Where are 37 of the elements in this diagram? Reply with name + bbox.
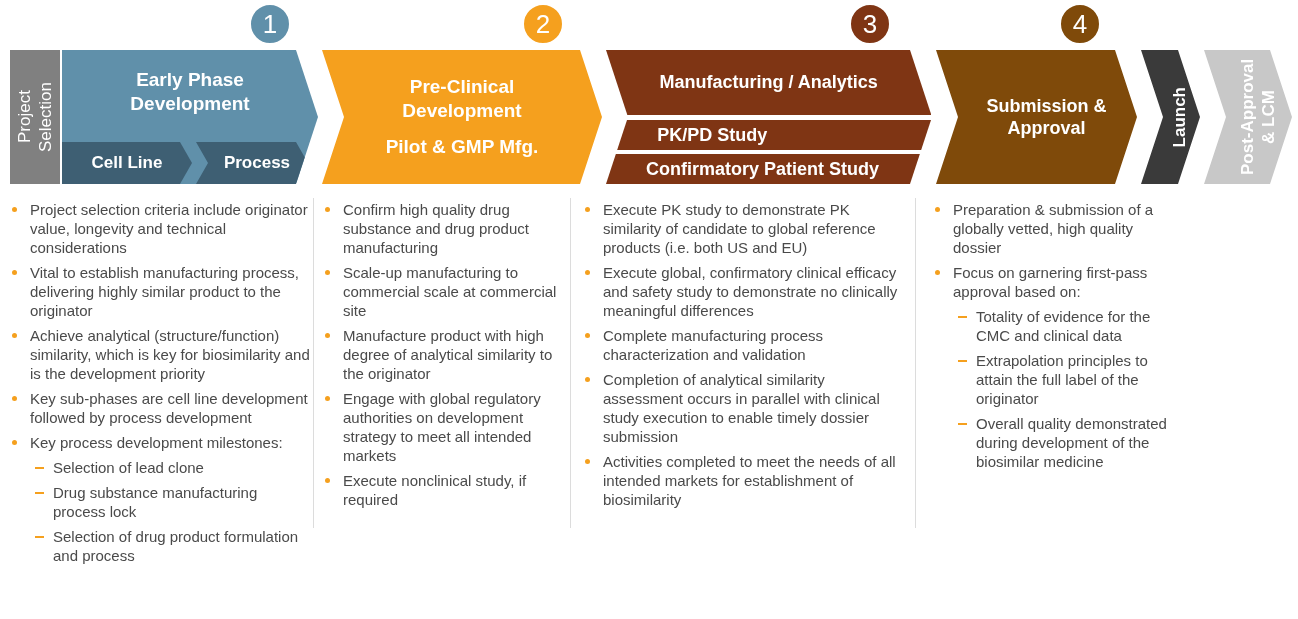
bullet-text: Key process development milestones: [30, 433, 284, 452]
bullet-text: Activities completed to meet the needs of all intended markets for establishment of biosimilarity [603, 452, 897, 509]
bullet-text: Scale-up manufacturing to commercial scale at commercial site [343, 263, 558, 320]
sub-bullet-text: Selection of drug product formulation and process [53, 527, 300, 565]
bullet-text: Key sub-phases are cell line development followed by process development [30, 389, 309, 427]
phase-title: Cell Line [91, 152, 163, 174]
sub-bullet-text: Extrapolation principles to attain the full label of the originator [976, 351, 1149, 408]
sub-bullet-text: Selection of lead clone [53, 458, 205, 477]
phase-title: Pre-Clinical Development [401, 75, 523, 123]
sub-bullet-text: Overall quality demonstrated during development of the biosimilar medicine [976, 414, 1168, 471]
subphase-banner [62, 142, 192, 184]
phase-title: Manufacturing / Analytics [659, 71, 878, 94]
phase-title: Confirmatory Patient Study [646, 157, 880, 181]
phase-title: Launch [1168, 86, 1190, 148]
phase-title: Early Phase Development [129, 68, 251, 116]
bullet-text: Focus on garnering first-pass approval based on: [953, 263, 1149, 301]
bullet-text: Project selection criteria include originator value, longevity and technical considerations [30, 200, 309, 257]
phase-title: Project Selection [13, 81, 56, 154]
bullet-text: Achieve analytical (structure/function) similarity, which is key for biosimilarity and is the development priority [30, 326, 310, 383]
bullet-text: Execute PK study to demonstrate PK similarity of candidate to global reference products (i.e. both US and EU) [603, 200, 877, 257]
phase-title: Process [223, 152, 291, 174]
phase-banner [62, 50, 318, 184]
bullet-text: Engage with global regulatory authorities on development strategy to meet all intended markets [343, 389, 542, 465]
sub-bullet-text: Totality of evidence for the CMC and clinical data [976, 307, 1152, 345]
bullet-text: Preparation & submission of a globally vetted, high quality dossier [953, 200, 1155, 257]
bullet-text: Complete manufacturing process characterization and validation [603, 326, 825, 364]
bullet-text: Confirm high quality drug substance and drug product manufacturing [343, 200, 530, 257]
bullet-text: Manufacture product with high degree of analytical similarity to the originator [343, 326, 554, 383]
bullet-text: Execute nonclinical study, if required [343, 471, 528, 509]
phase-subtitle: Pilot & GMP Mfg. [385, 134, 539, 159]
phase-panel [10, 50, 60, 184]
sub-bullet-text: Drug substance manufacturing process lock [53, 483, 259, 521]
bullet-text: Completion of analytical similarity assessment occurs in parallel with clinical study execution to enable timely dossier submission [603, 370, 881, 446]
phase-title: PK/PD Study [657, 123, 768, 147]
bullet-text: Vital to establish manufacturing process, delivering highly similar product to the originator [30, 263, 301, 320]
phase-title: Submission & Approval [985, 94, 1108, 140]
bullet-text: Execute global, confirmatory clinical efficacy and safety study to demonstrate no clinically meaningful differences [603, 263, 899, 320]
